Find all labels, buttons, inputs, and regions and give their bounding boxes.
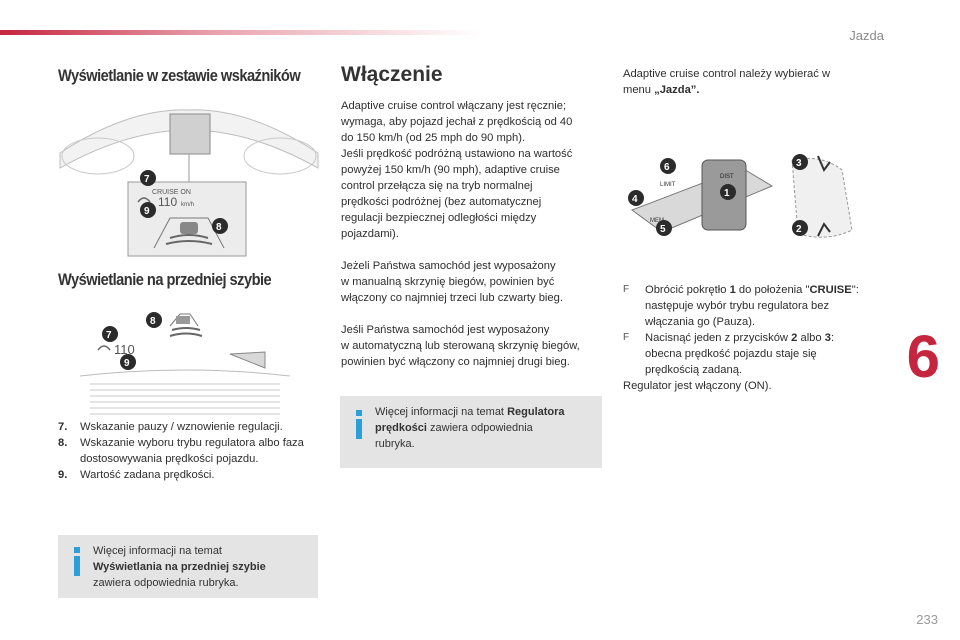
windscreen-display-illustration: 110 7 8 9 — [80, 306, 290, 418]
stalk-callout-1: 1 — [724, 188, 730, 199]
stalk-callout-5: 5 — [660, 224, 666, 235]
legend-item-7: 7.Wskazanie pauzy / wznowienie regulacji… — [58, 421, 283, 433]
callout-8: 8 — [216, 222, 222, 233]
cruise-icon — [137, 197, 151, 203]
cruise-stalk-illustration: LIMIT DIST MEM 6 4 5 1 3 2 — [628, 154, 853, 238]
gauge-right — [243, 137, 317, 175]
hud-callout-7: 7 — [106, 330, 112, 341]
hud-callout-9: 9 — [124, 358, 130, 369]
stalk-callout-4: 4 — [632, 194, 638, 205]
hud-projector — [229, 351, 266, 369]
distance-bars-icon — [165, 234, 213, 245]
stalk-label-mem: MEM — [650, 218, 664, 224]
step-1: F Obrócić pokrętło 1 do położenia "CRUIS… — [623, 284, 859, 328]
road-lines — [153, 217, 225, 249]
cluster-display-illustration: CRUISE ON 110 km/h 7 9 8 — [59, 109, 319, 257]
callout-9: 9 — [144, 206, 150, 217]
info-box-regulator: Więcej informacji na temat Regulatora pr… — [340, 396, 602, 468]
middle-body-text: Adaptive cruise control włączany jest rę… — [341, 100, 580, 368]
hud-callout-8: 8 — [150, 316, 156, 327]
stalk-end-view — [791, 157, 853, 238]
legend-item-9: 9.Wartość zadana prędkości. — [58, 469, 215, 481]
info-icon — [354, 410, 363, 439]
legend-item-8: 8.Wskazanie wyboru trybu regulatora albo… — [58, 437, 304, 465]
cluster-unit: km/h — [181, 202, 194, 208]
vehicle-ahead-icon — [180, 222, 198, 234]
callout-7: 7 — [144, 174, 150, 185]
stalk-label-dist: DIST — [720, 174, 734, 180]
header-stripe — [0, 30, 480, 35]
page-number: 233 — [916, 612, 938, 627]
stalk-callout-2: 2 — [796, 224, 802, 235]
cluster-speed: 110 — [158, 195, 177, 209]
gauge-left — [61, 137, 135, 175]
chapter-title: Jazda — [849, 28, 884, 43]
hud-vehicle-icon — [176, 316, 190, 324]
stalk-callout-3: 3 — [796, 158, 802, 169]
stalk-label-lim: LIMIT — [660, 182, 676, 188]
right-intro: Adaptive cruise control należy wybierać … — [623, 68, 831, 96]
hud-distance-icon — [169, 327, 203, 337]
final-status: Regulator jest włączony (ON). — [623, 380, 772, 392]
chapter-number: 6 — [906, 323, 940, 390]
stalk-callout-6: 6 — [664, 162, 670, 173]
cluster-zoom-panel — [127, 181, 247, 257]
heading-wlaczenie: Włączenie — [341, 63, 443, 86]
info-box-windscreen: Więcej informacji na temat Wyświetlania … — [58, 535, 318, 598]
cruise-on-label: CRUISE ON — [152, 189, 191, 196]
right-steps: F Obrócić pokrętło 1 do położenia "CRUIS… — [623, 282, 903, 394]
heading-cluster-display: Wyświetlanie w zestawie wskaźników — [58, 66, 301, 85]
legend-list: 7.Wskazanie pauzy / wznowienie regulacji… — [58, 419, 313, 483]
step-2: F Nacisnąć jeden z przycisków 2 albo 3: … — [623, 332, 835, 376]
dashboard-outline — [59, 109, 319, 169]
center-screen — [169, 113, 211, 155]
press-arrows — [817, 155, 831, 237]
info-icon — [72, 547, 81, 576]
hud-cruise-icon — [97, 345, 111, 351]
hud-speed: 110 — [114, 342, 135, 357]
heading-windscreen-display: Wyświetlanie na przedniej szybie — [58, 270, 272, 289]
windscreen-line — [80, 369, 290, 377]
